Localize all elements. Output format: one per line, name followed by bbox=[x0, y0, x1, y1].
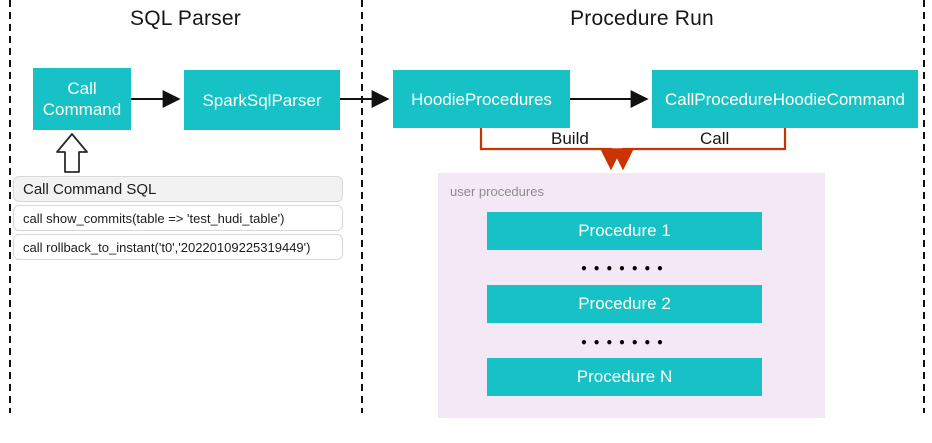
section-title-sql-parser: SQL Parser bbox=[130, 7, 241, 30]
node-call-procedure-hoodie-command: CallProcedureHoodieCommand bbox=[652, 70, 918, 128]
user-procedures-panel: user procedures Procedure 1 ••••••• Proc… bbox=[438, 173, 825, 418]
sql-table-row: call rollback_to_instant('t0','202201092… bbox=[13, 234, 343, 260]
ellipsis-dots: ••••••• bbox=[580, 262, 669, 276]
sql-table-header: Call Command SQL bbox=[13, 176, 343, 202]
node-hoodie-procedures: HoodieProcedures bbox=[393, 70, 570, 128]
node-spark-sql-parser: SparkSqlParser bbox=[184, 70, 340, 130]
connector-build bbox=[479, 128, 622, 171]
user-procedures-label: user procedures bbox=[450, 184, 544, 199]
edge-label-call: Call bbox=[700, 129, 730, 148]
node-procedure-n: Procedure N bbox=[487, 358, 762, 396]
section-title-procedure-run: Procedure Run bbox=[570, 7, 714, 30]
hollow-up-arrow-icon bbox=[56, 133, 88, 173]
edge-label-build: Build bbox=[551, 129, 589, 148]
node-call-command: Call Command bbox=[33, 68, 131, 130]
node-procedure-2: Procedure 2 bbox=[487, 285, 762, 323]
ellipsis-dots: ••••••• bbox=[580, 336, 669, 350]
node-procedure-1: Procedure 1 bbox=[487, 212, 762, 250]
sql-table-row: call show_commits(table => 'test_hudi_ta… bbox=[13, 205, 343, 231]
